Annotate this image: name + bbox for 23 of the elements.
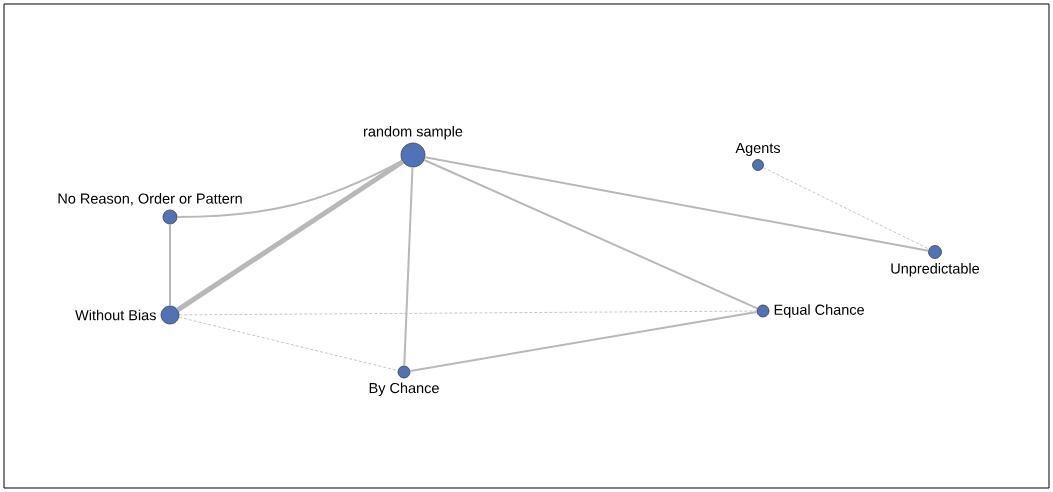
node-label: Unpredictable — [891, 263, 980, 277]
network-node: Unpredictable — [891, 245, 980, 277]
link-line — [178, 310, 758, 316]
network-node: random sample — [364, 125, 463, 168]
network-node: By Chance — [369, 365, 439, 397]
network-node: Without Bias — [75, 305, 180, 325]
network-node: Equal Chance — [756, 304, 864, 318]
node-label: Without Bias — [75, 309, 156, 321]
link-line — [424, 156, 930, 252]
link-line — [409, 311, 758, 372]
network-node: No Reason, Order or Pattern — [58, 193, 242, 225]
link-line — [178, 316, 399, 371]
link-line — [169, 223, 171, 307]
node-label: By Chance — [369, 382, 439, 397]
node-label: Equal Chance — [774, 304, 864, 318]
node-label: Agents — [735, 142, 781, 156]
link-line — [423, 159, 759, 310]
link-line — [403, 166, 414, 367]
link-line — [176, 159, 405, 312]
network-node: Agents — [735, 142, 781, 171]
node-label: random sample — [364, 125, 463, 140]
node-label: No Reason, Order or Pattern — [58, 193, 242, 206]
link-line — [762, 167, 930, 250]
